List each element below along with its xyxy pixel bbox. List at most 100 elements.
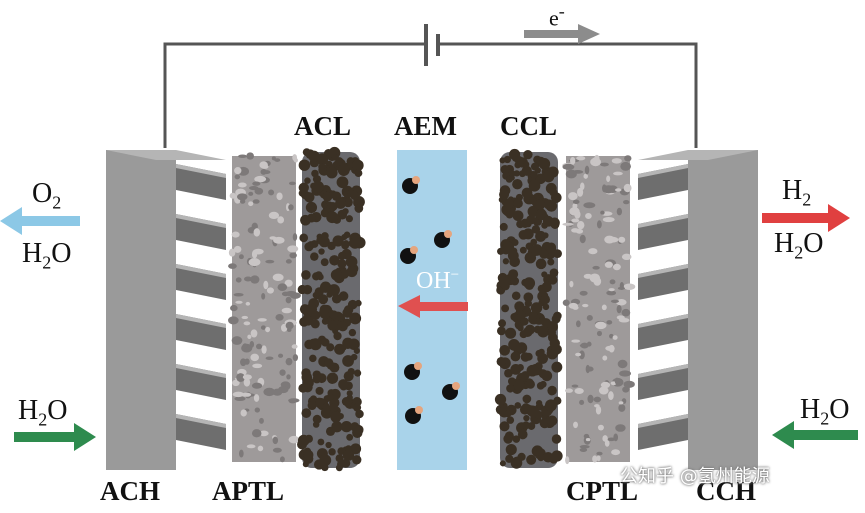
- catalyst-particle: [499, 222, 508, 231]
- ptl-pore: [238, 449, 244, 458]
- catalyst-particle: [331, 293, 342, 304]
- ptl-pore: [613, 433, 619, 442]
- ptl-pore: [614, 377, 620, 385]
- catalyst-particle: [503, 434, 513, 444]
- ptl-pore: [261, 345, 267, 354]
- ptl-pore: [600, 210, 605, 215]
- ptl-pore: [261, 292, 266, 300]
- ptl-pore: [263, 387, 276, 397]
- catalyst-particle: [498, 319, 507, 328]
- ptl-pore: [287, 245, 299, 253]
- watermark: 公知乎 @氢州能源: [620, 466, 770, 487]
- ptl-pore: [272, 388, 283, 396]
- catalyst-particle: [307, 401, 317, 411]
- catalyst-particle: [549, 338, 560, 349]
- ptl-pore: [579, 399, 585, 405]
- ptl-pore: [268, 189, 275, 196]
- catalyst-particle: [300, 214, 311, 226]
- ptl-pore: [262, 170, 271, 175]
- catalyst-particle: [548, 388, 555, 396]
- ptl-pore: [246, 444, 256, 449]
- ptl-pore: [616, 304, 622, 314]
- ptl-pore: [602, 355, 608, 361]
- catalyst-particle: [541, 318, 551, 328]
- ptl-pore: [617, 359, 628, 369]
- ptl-pore: [248, 191, 254, 196]
- catalyst-particle: [505, 210, 514, 219]
- catalyst-particle: [506, 416, 515, 424]
- ptl-pore: [251, 382, 263, 389]
- ptl-pore: [597, 424, 604, 431]
- ptl-pore: [604, 235, 615, 244]
- ptl-pore: [268, 211, 280, 220]
- label-water-out-cathode: H2O: [774, 228, 824, 263]
- ptl-pore: [276, 192, 283, 201]
- catalyst-particle: [326, 343, 335, 352]
- hydrogen-atom: [415, 406, 423, 414]
- ptl-pore: [565, 169, 577, 179]
- catalyst-particle: [312, 175, 322, 184]
- hydrogen-outlet-arrow: [762, 204, 850, 232]
- ptl-pore: [238, 154, 248, 159]
- ptl-pore: [248, 201, 254, 207]
- catalyst-particle: [341, 189, 350, 197]
- ptl-pore: [254, 175, 267, 183]
- ptl-pore: [232, 379, 240, 387]
- ptl-pore: [623, 183, 632, 193]
- catalyst-particle: [348, 328, 357, 337]
- ptl-pore: [285, 259, 292, 264]
- hydroxide-migration-arrow: [398, 295, 468, 318]
- catalyst-particle: [537, 325, 550, 338]
- ptl-pore: [236, 193, 248, 201]
- ptl-pore: [565, 388, 573, 393]
- ptl-pore: [254, 407, 261, 413]
- catalyst-particle: [549, 268, 559, 277]
- ptl-pore: [596, 451, 603, 456]
- catalyst-particle: [508, 174, 515, 181]
- ptl-pore: [586, 366, 594, 372]
- catalyst-particle: [511, 239, 519, 246]
- plate-body: [688, 150, 758, 470]
- cathode-catalyst-layer: [494, 148, 563, 469]
- ptl-pore: [253, 228, 261, 237]
- catalyst-particle: [315, 386, 324, 395]
- catalyst-particle: [537, 284, 546, 293]
- catalyst-particle: [304, 192, 315, 203]
- ptl-pore: [245, 301, 251, 306]
- ptl-pore: [586, 341, 592, 347]
- ptl-pore: [587, 394, 594, 404]
- ptl-pore: [621, 253, 632, 261]
- catalyst-particle: [538, 158, 551, 170]
- ptl-pore: [571, 218, 580, 223]
- catalyst-particle: [326, 393, 334, 401]
- ptl-pore: [246, 152, 254, 160]
- ptl-pore: [618, 236, 626, 243]
- catalyst-particle: [524, 299, 532, 308]
- catalyst-particle: [319, 304, 330, 315]
- ptl-pore: [600, 162, 609, 167]
- catalyst-particle: [494, 393, 507, 406]
- ptl-pore: [588, 248, 598, 255]
- anode-catalyst-layer: [297, 146, 366, 472]
- ptl-pore: [240, 409, 247, 417]
- catalyst-particle: [530, 238, 538, 246]
- ptl-pore: [234, 167, 242, 175]
- catalyst-particle: [321, 317, 329, 325]
- ptl-pore: [586, 315, 593, 321]
- catalyst-particle: [504, 198, 514, 209]
- ptl-pore: [286, 374, 291, 380]
- plate-tooth-top: [638, 214, 688, 228]
- catalyst-particle: [336, 176, 349, 189]
- ptl-pore: [608, 288, 615, 292]
- ptl-pore: [244, 276, 253, 282]
- ptl-pore: [229, 192, 237, 199]
- ptl-pore: [285, 296, 292, 304]
- ptl-pore: [273, 236, 285, 244]
- ptl-pore: [596, 330, 602, 337]
- hydrogen-atom: [444, 230, 452, 238]
- ptl-pore: [595, 321, 607, 330]
- catalyst-particle: [542, 303, 550, 311]
- ptl-pore: [252, 181, 261, 186]
- catalyst-particle: [319, 454, 332, 467]
- ptl-pore: [288, 398, 300, 403]
